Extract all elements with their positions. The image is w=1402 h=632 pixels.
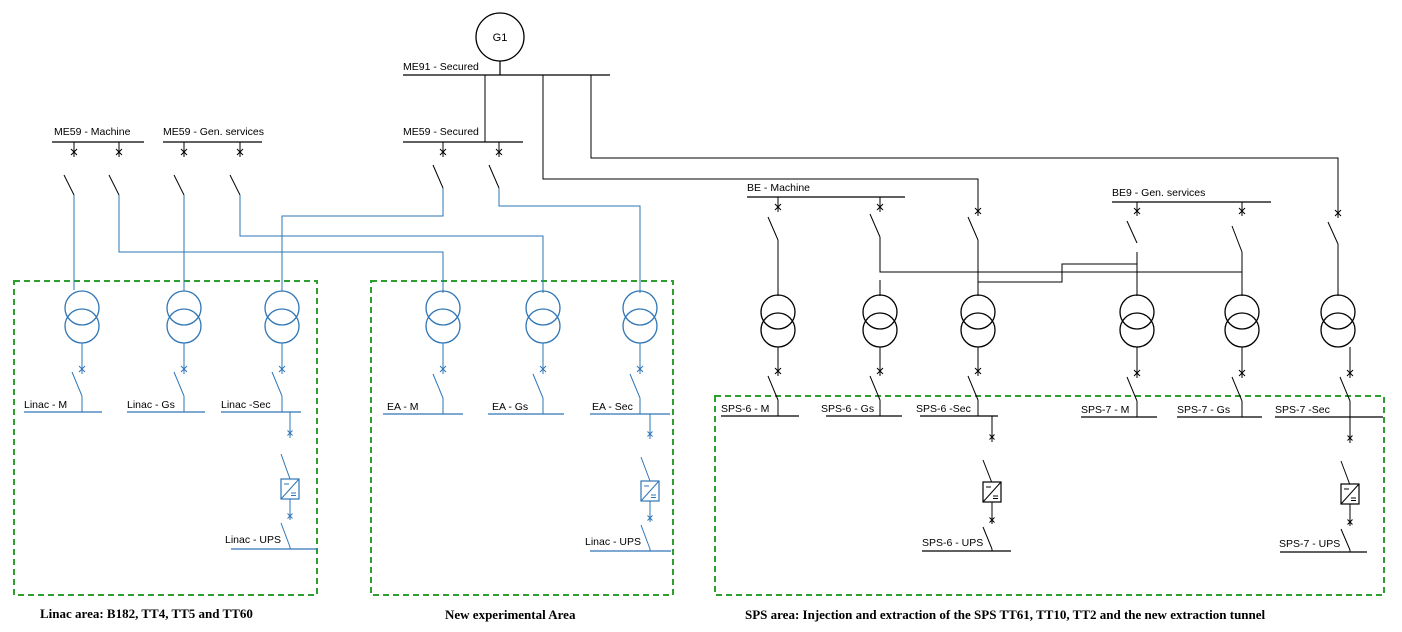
upper-breaker	[1231, 202, 1246, 253]
lower-breaker	[826, 347, 902, 417]
lower-breaker	[1275, 347, 1383, 418]
upper-breakers	[63, 142, 1342, 296]
caption-experimental-area: New experimental Area	[445, 607, 576, 622]
caption-sps-area: SPS area: Injection and extraction of th…	[745, 607, 1266, 622]
transformer	[960, 294, 996, 348]
ups-chain	[1280, 417, 1367, 553]
switchboard-ea-m: EA - M	[387, 401, 419, 413]
linac-area-boundary	[13, 280, 318, 596]
caption-linac-area: Linac area: B182, TT4, TT5 and TT60	[40, 606, 253, 621]
switchboard-sps7-gs: SPS-7 - Gs	[1177, 404, 1230, 416]
upper-breaker	[967, 206, 982, 241]
transformer	[1320, 294, 1356, 348]
bus-label-be-machine: BE - Machine	[747, 182, 810, 194]
switchboard-linac-sec: Linac -Sec	[221, 399, 271, 411]
transformer	[1119, 294, 1155, 348]
bus-label-me59-gen-services: ME59 - Gen. services	[163, 126, 264, 138]
transformer	[166, 290, 202, 344]
switchboard-sps6-ups: SPS-6 - UPS	[922, 537, 983, 549]
lower-breaker	[1177, 347, 1262, 418]
lower-breaker	[590, 343, 670, 415]
lower-breaker	[488, 343, 564, 415]
transformers	[64, 290, 1356, 348]
upper-breaker	[869, 197, 884, 238]
main-buses	[52, 74, 1271, 203]
lower-breaker	[920, 347, 998, 417]
transformer	[1224, 294, 1260, 348]
black-feeders	[484, 75, 1339, 296]
transformer	[425, 290, 461, 344]
switchboard-sps6-gs: SPS-6 - Gs	[821, 403, 874, 415]
upper-breaker	[1126, 202, 1141, 244]
upper-breaker	[173, 142, 188, 196]
lower-breaker	[221, 343, 301, 413]
bus-label-me59-secured: ME59 - Secured	[403, 126, 479, 138]
transformer	[264, 290, 300, 344]
transformer	[760, 294, 796, 348]
transformer	[862, 294, 898, 348]
switchboard-sps7-ups: SPS-7 - UPS	[1279, 538, 1340, 550]
ups-chain	[590, 414, 671, 552]
upper-breaker	[108, 142, 123, 196]
bus-label-me91-secured: ME91 - Secured	[403, 61, 479, 73]
upper-breaker	[63, 142, 78, 196]
switchboard-ea-sec: EA - Sec	[592, 401, 633, 413]
transformer	[622, 290, 658, 344]
generator-label: G1	[493, 32, 508, 44]
ups-converter-icon	[1340, 483, 1360, 505]
switchboard-sps6-m: SPS-6 - M	[721, 403, 769, 415]
blue-feeders	[73, 188, 641, 293]
switchboard-ea-gs: EA - Gs	[492, 401, 528, 413]
switchboard-sps7-sec: SPS-7 -Sec	[1275, 404, 1330, 416]
upper-breaker	[1327, 208, 1342, 245]
lower-breaker	[721, 347, 799, 417]
bus-label-be9-gen-services: BE9 - Gen. services	[1112, 187, 1205, 199]
switchboard-ea-ups: Linac - UPS	[585, 536, 641, 548]
ups-converter-icon	[640, 480, 660, 502]
switchboard-sps6-sec: SPS-6 -Sec	[916, 403, 971, 415]
upper-breaker	[488, 142, 503, 189]
upper-breaker	[229, 142, 244, 196]
lower-breaker	[1081, 347, 1157, 418]
upper-breaker	[767, 197, 782, 241]
lower-breaker	[383, 343, 463, 415]
transformer	[64, 290, 100, 344]
experimental-area-boundary	[370, 280, 674, 596]
upper-breaker	[432, 142, 447, 189]
switchboard-linac-gs: Linac - Gs	[127, 399, 175, 411]
transformer	[525, 290, 561, 344]
ups-chain	[922, 416, 1011, 552]
switchboard-linac-m: Linac - M	[24, 399, 67, 411]
switchboard-linac-ups: Linac - UPS	[225, 534, 281, 546]
ups-converter-icon	[982, 481, 1002, 503]
lower-breaker	[24, 343, 102, 413]
ups-chain	[231, 412, 317, 550]
sps-area-boundary	[714, 395, 1385, 596]
lower-breaker	[127, 343, 205, 413]
bus-label-me59-machine: ME59 - Machine	[54, 126, 131, 138]
ups-chains	[231, 412, 1367, 553]
lower-breakers	[24, 343, 1383, 418]
switchboard-sps7-m: SPS-7 - M	[1081, 404, 1129, 416]
ups-converter-icon	[280, 478, 300, 500]
